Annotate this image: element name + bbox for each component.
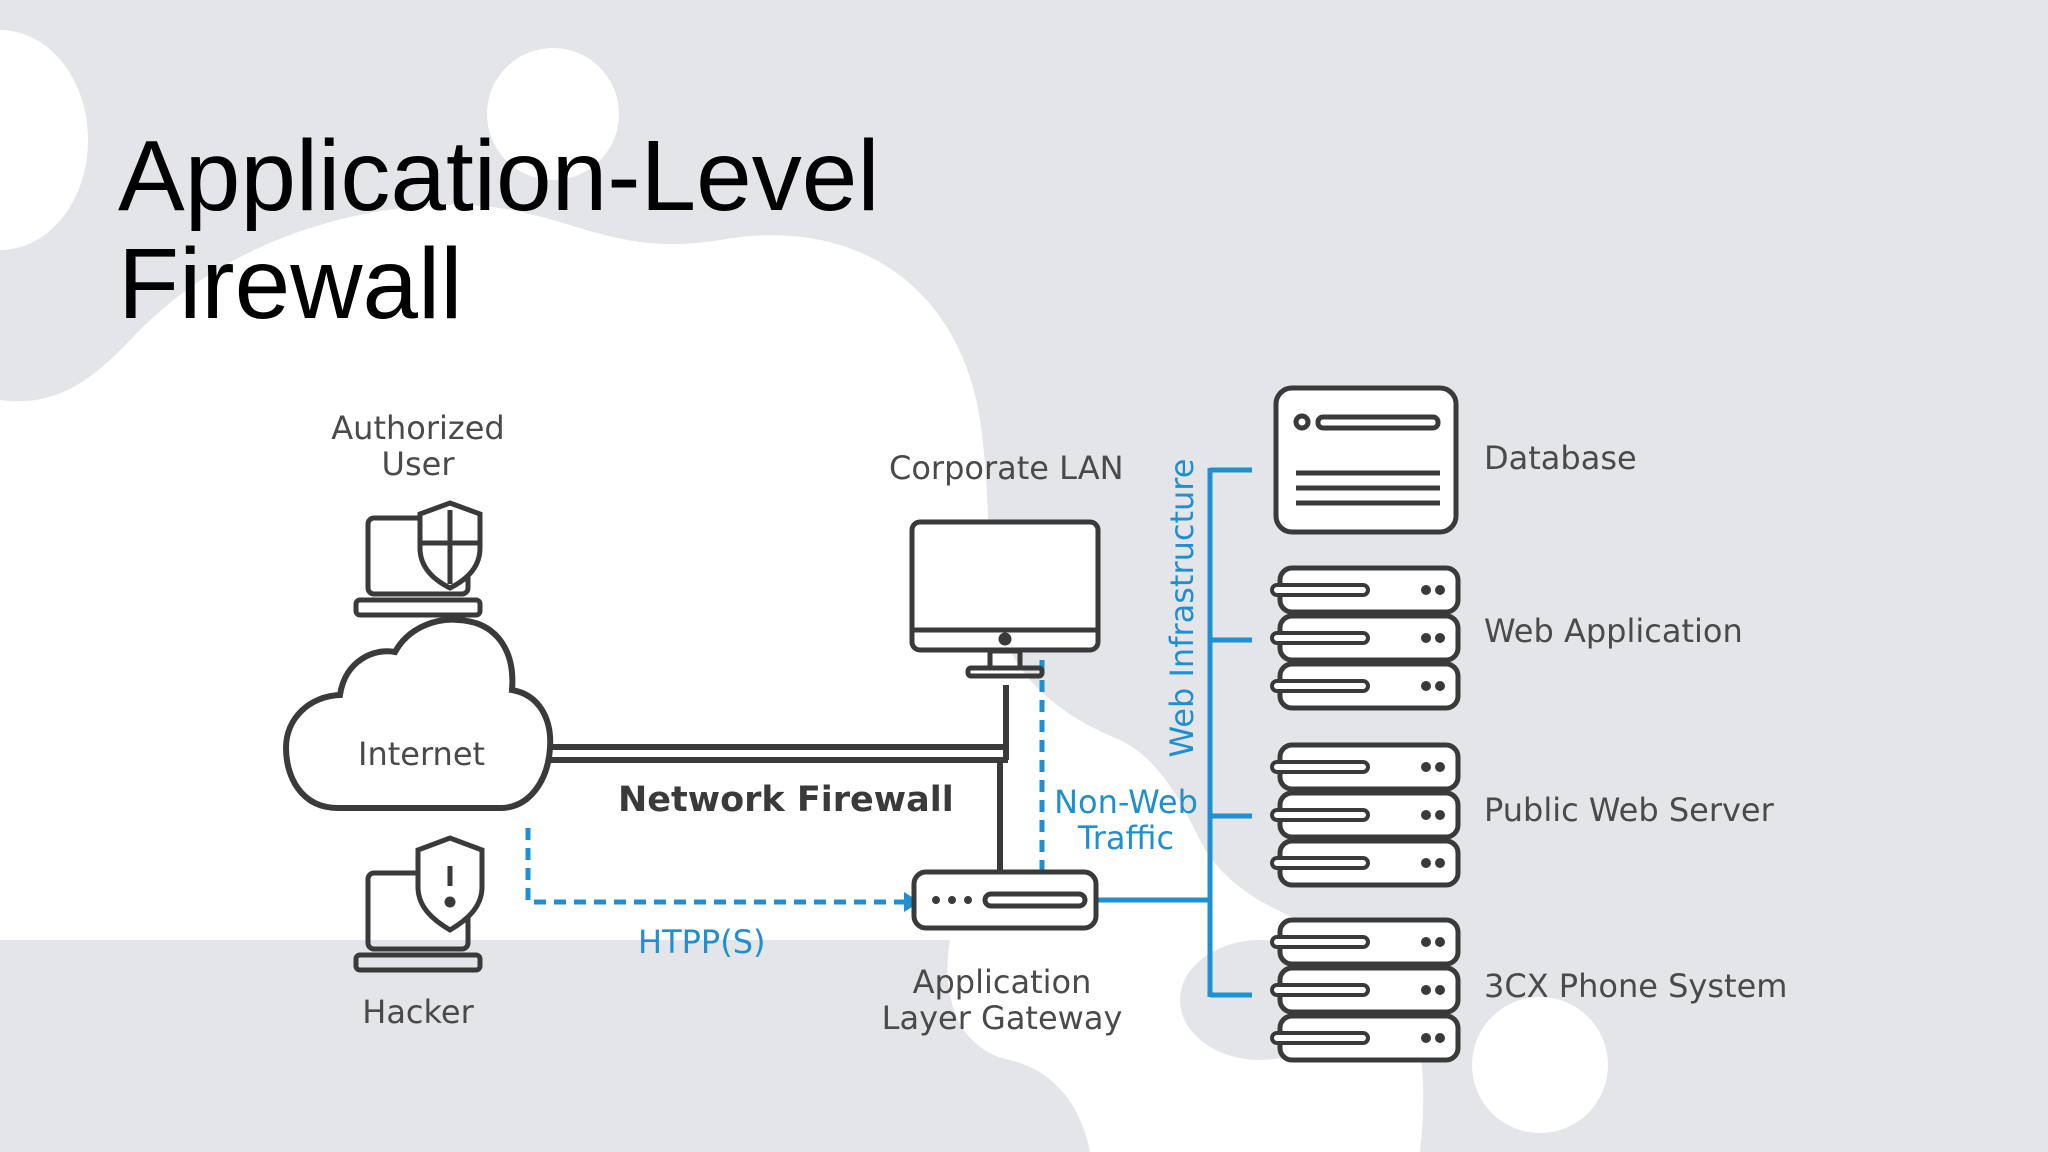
gateway-label: Application Layer Gateway (870, 964, 1134, 1036)
cloud-icon (282, 616, 554, 811)
laptop-base (353, 597, 483, 618)
web-infra-bus (1094, 467, 1252, 998)
title-line-1: Application-Level (118, 120, 880, 232)
server-led (1421, 810, 1431, 820)
database-slot (1315, 414, 1441, 431)
phone-system-server-icon (1270, 917, 1461, 1063)
authorized-user-icon (353, 500, 483, 618)
network-firewall-label: Network Firewall (618, 780, 954, 820)
web-infrastructure-label: Web Infrastructure (1163, 458, 1201, 758)
authorized-user-line-2: User (381, 445, 455, 483)
router-led-3 (964, 896, 972, 904)
network-lines (540, 685, 1009, 875)
public-web-server-label: Public Web Server (1484, 791, 1774, 829)
server-led (1435, 585, 1445, 595)
server-led (1421, 633, 1431, 643)
server-led (1421, 585, 1431, 595)
server-slot (1270, 760, 1370, 774)
https-label: HTPP(S) (638, 923, 766, 961)
server-led (1421, 681, 1431, 691)
server-slot (1270, 631, 1370, 645)
blob-left-top (0, 30, 88, 250)
server-led (1435, 762, 1445, 772)
monitor-icon (909, 519, 1101, 679)
server-stacks (1270, 565, 1461, 1063)
server-slot (1270, 808, 1370, 822)
server-slot (1270, 856, 1370, 870)
hacker-laptop-base (353, 952, 483, 973)
database-knob (1293, 413, 1311, 431)
database-icon (1273, 385, 1459, 535)
server-led (1435, 985, 1445, 995)
server-led (1435, 633, 1445, 643)
server-led (1435, 858, 1445, 868)
router-led-1 (932, 896, 940, 904)
title-line-2: Firewall (118, 228, 463, 340)
public-web-server-icon (1270, 742, 1461, 888)
database-body (1273, 385, 1459, 535)
server-slot (1270, 679, 1370, 693)
server-led (1421, 937, 1431, 947)
server-slot (1270, 583, 1370, 597)
router-led-2 (948, 896, 956, 904)
gateway-line-2: Layer Gateway (881, 999, 1123, 1037)
https-path (525, 828, 910, 905)
database-label: Database (1484, 439, 1637, 477)
corporate-lan-label: Corporate LAN (889, 449, 1124, 487)
server-slot (1270, 935, 1370, 949)
router-port (982, 891, 1088, 909)
server-slot (1270, 983, 1370, 997)
server-led (1435, 681, 1445, 691)
hacker-icon (353, 835, 485, 973)
server-led (1421, 985, 1431, 995)
blob-small-circle (487, 48, 619, 180)
web-application-server-icon (1270, 565, 1461, 711)
internet-label: Internet (358, 735, 486, 773)
non-web-line-2: Traffic (1077, 819, 1175, 857)
server-led (1435, 810, 1445, 820)
slide-title: Application-Level Firewall (118, 122, 880, 338)
web-application-label: Web Application (1484, 612, 1743, 650)
hacker-label: Hacker (362, 993, 474, 1031)
monitor-dot (998, 632, 1012, 646)
monitor-foot (965, 665, 1045, 679)
phone-system-label: 3CX Phone System (1484, 967, 1788, 1005)
non-web-line-1: Non-Web (1054, 783, 1198, 821)
warning-dot (444, 896, 456, 908)
blob-bottom-small (1472, 997, 1608, 1133)
authorized-user-line-1: Authorized (331, 409, 505, 447)
server-led (1421, 762, 1431, 772)
non-web-traffic-label: Non-Web Traffic (1046, 784, 1206, 856)
server-led (1421, 858, 1431, 868)
gateway-line-1: Application (912, 963, 1092, 1001)
server-led (1421, 1033, 1431, 1043)
authorized-user-label: Authorized User (318, 410, 518, 482)
server-led (1435, 1033, 1445, 1043)
router-icon (911, 869, 1099, 931)
server-led (1435, 937, 1445, 947)
server-slot (1270, 1031, 1370, 1045)
